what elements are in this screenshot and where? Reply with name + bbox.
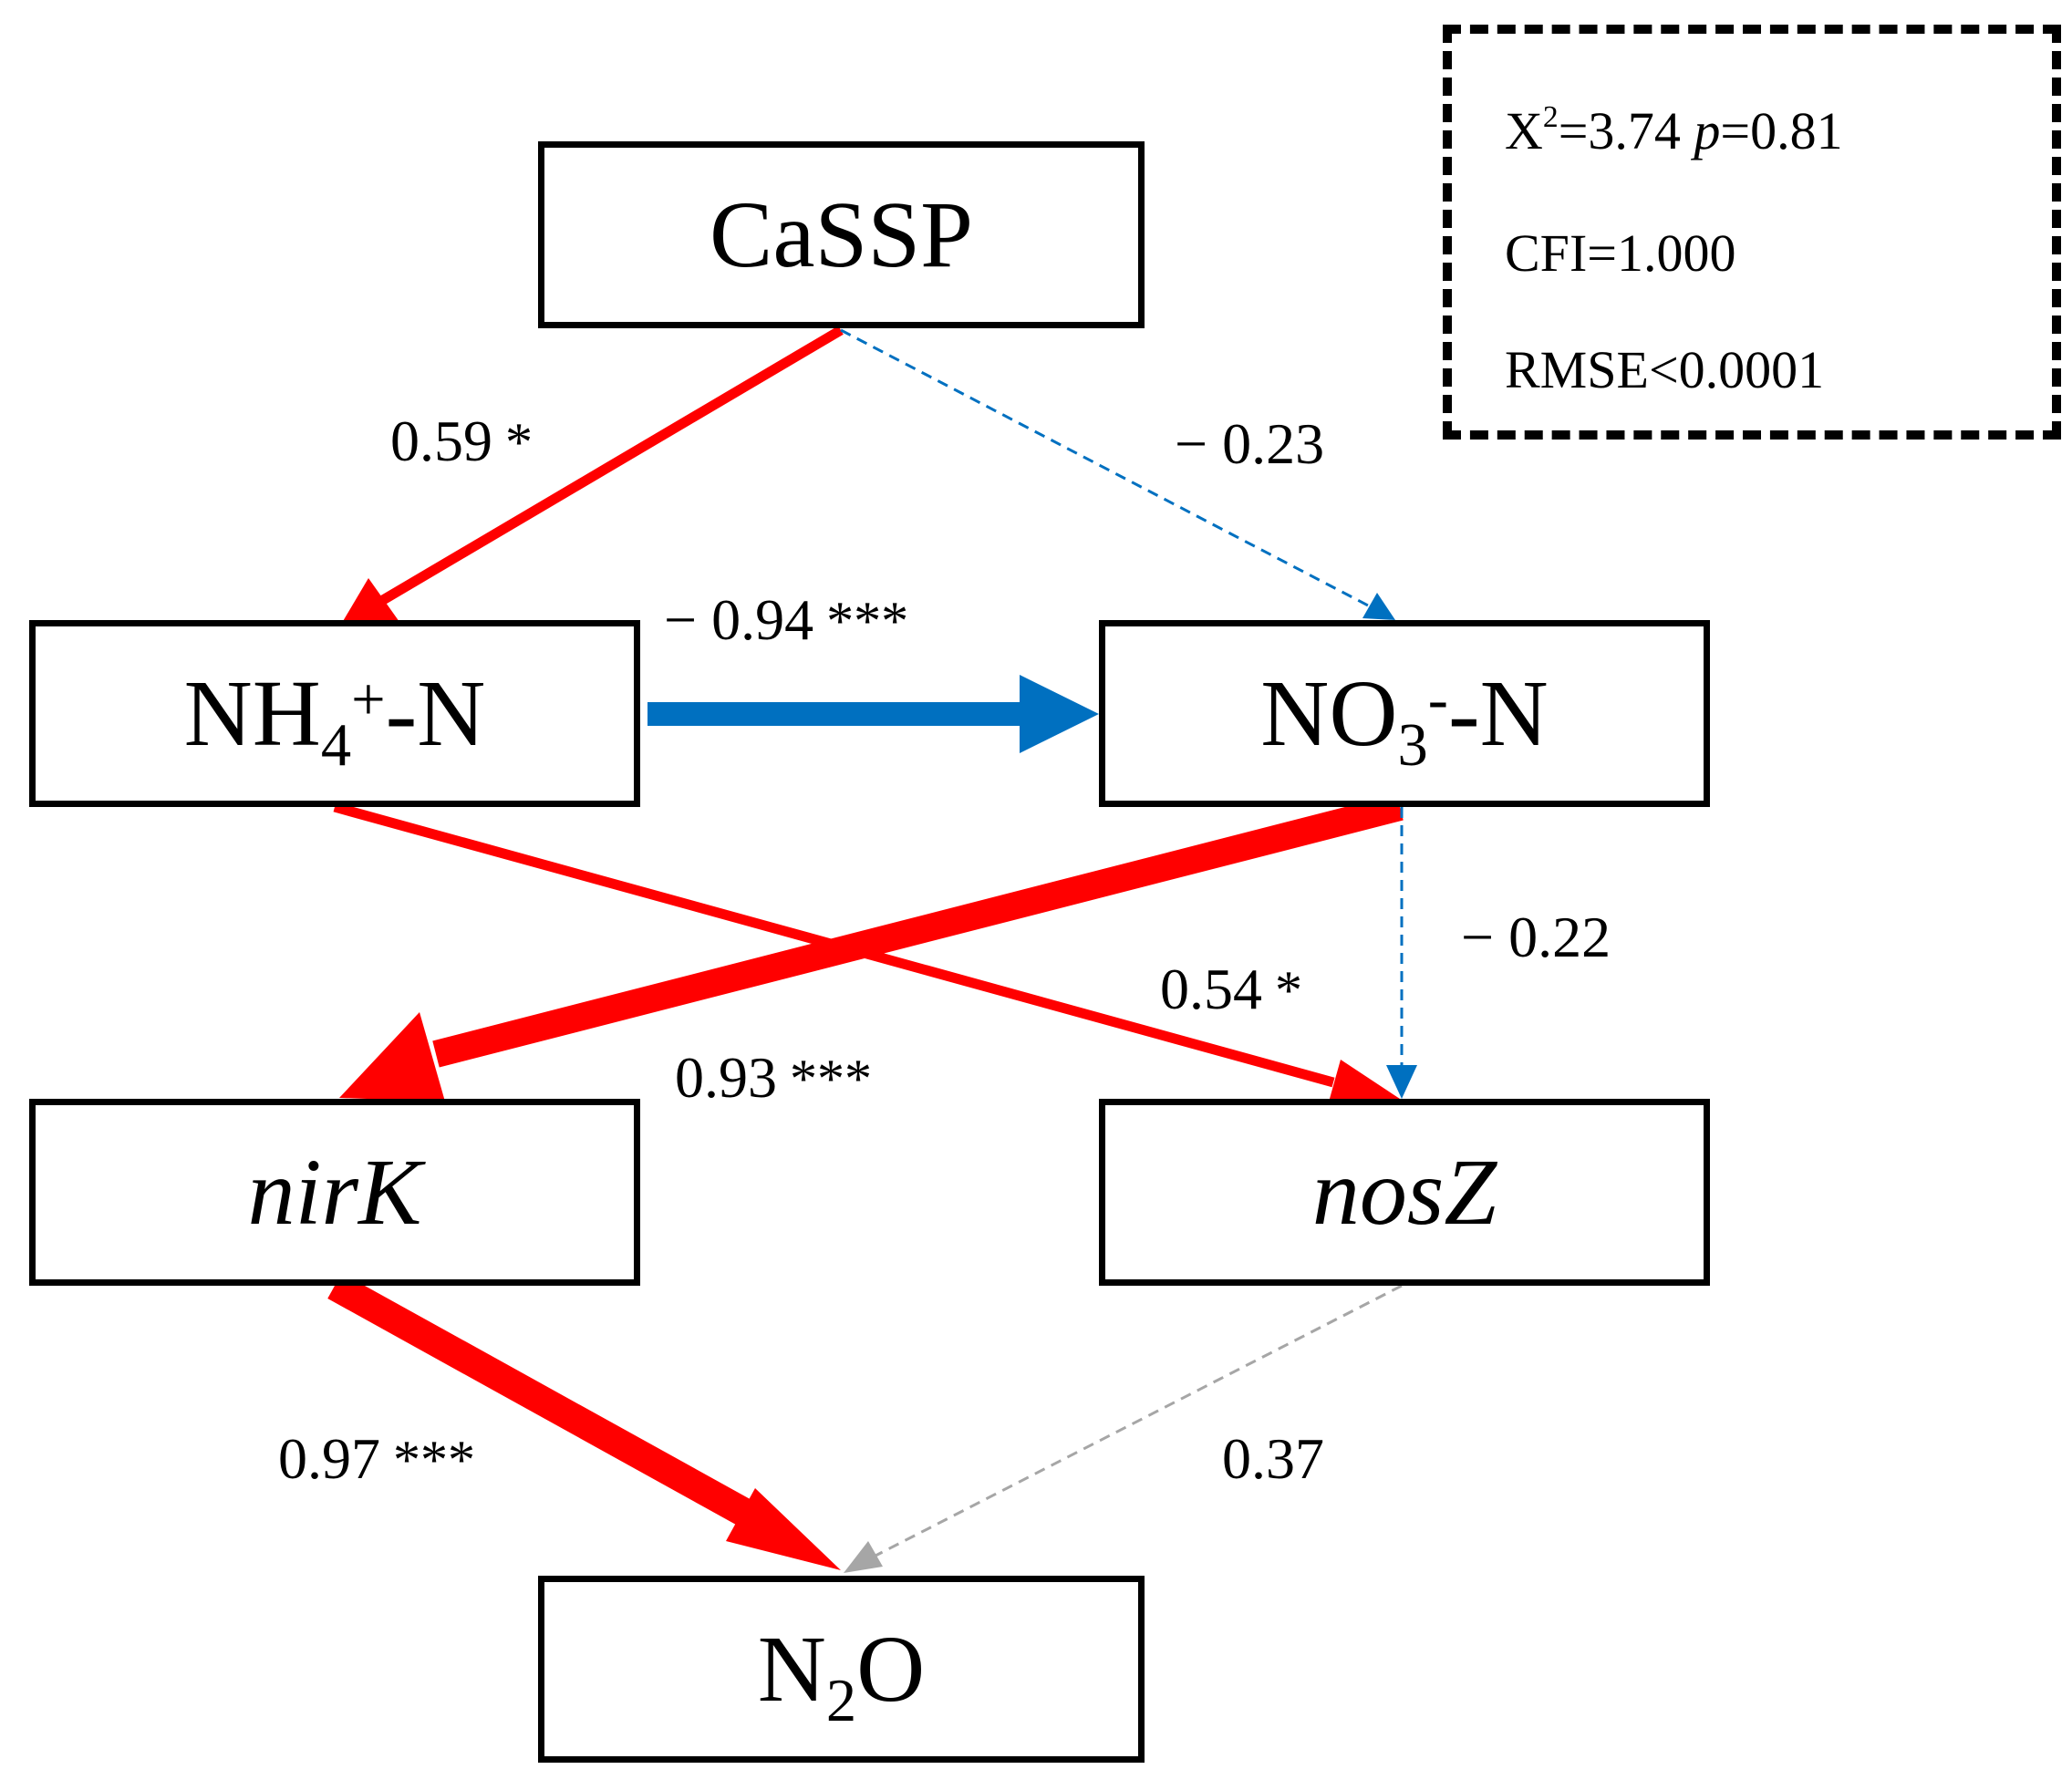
node-nh4-n: NH4+-N (29, 620, 640, 807)
n2o-tail: O (856, 1616, 926, 1722)
coef-nh4-nosz-sig: * (1275, 960, 1302, 1020)
chi-symbol: X (1505, 101, 1543, 160)
n2o-base: N (757, 1616, 826, 1722)
coef-nh4-no3-value: − 0.94 (664, 587, 814, 652)
node-nosz: nosZ (1099, 1099, 1710, 1286)
node-n2o-label: N2O (758, 1621, 926, 1732)
p-symbol: p (1694, 101, 1721, 160)
nh4-subscript: 4 (320, 712, 352, 780)
node-nosz-label: nosZ (1311, 1139, 1497, 1245)
node-nirk: nirK (29, 1099, 640, 1286)
arrow-no3-nosz (1386, 807, 1417, 1099)
node-cassp-label: CaSSP (709, 181, 974, 287)
chi-value: =3.74 (1558, 101, 1681, 160)
nh4-base: NH (183, 660, 321, 766)
chi-superscript: 2 (1542, 100, 1559, 135)
arrow-cassp-no3 (840, 328, 1395, 620)
arrow-no3-nirk (339, 793, 1404, 1102)
coef-nirk-n2o: 0.97*** (278, 1430, 475, 1488)
coef-cassp-nh4: 0.59* (390, 412, 533, 471)
arrow-cassp-nh4 (339, 326, 844, 627)
no3-subscript: 3 (1397, 712, 1428, 780)
arrow-nosz-n2o (844, 1284, 1403, 1573)
arrow-nirk-n2o (327, 1273, 841, 1570)
node-n2o: N2O (538, 1576, 1145, 1763)
nh4-superscript: + (351, 666, 386, 733)
node-cassp: CaSSP (538, 141, 1145, 328)
coef-no3-nirk-value: 0.93 (675, 1045, 777, 1110)
node-nh4-n-label: NH4+-N (184, 666, 486, 776)
no3-superscript: - (1427, 666, 1448, 733)
coef-no3-nirk-sig: *** (790, 1049, 872, 1109)
no3-tail: -N (1447, 660, 1549, 766)
coef-nh4-nosz: 0.54* (1160, 960, 1302, 1019)
no3-base: NO (1260, 660, 1398, 766)
coef-nh4-no3: − 0.94*** (664, 591, 908, 649)
coef-cassp-no3: − 0.23 (1175, 415, 1324, 473)
coef-nosz-n2o-value: 0.37 (1222, 1426, 1324, 1491)
p-value: =0.81 (1720, 101, 1843, 160)
coef-no3-nosz-value: − 0.22 (1461, 905, 1611, 969)
fit-chi-square: X2=3.74 p=0.81 (1505, 102, 1843, 158)
coef-nh4-no3-sig: *** (826, 591, 909, 651)
coef-nirk-n2o-value: 0.97 (278, 1426, 380, 1491)
fit-cfi: CFI=1.000 (1505, 223, 1736, 283)
node-no3-n-label: NO3--N (1260, 666, 1548, 776)
coef-nosz-n2o: 0.37 (1222, 1430, 1324, 1488)
fit-statistics-box: X2=3.74 p=0.81 CFI=1.000 RMSE<0.0001 (1443, 25, 2061, 440)
node-nirk-label: nirK (247, 1139, 422, 1245)
n2o-subscript: 2 (825, 1668, 857, 1735)
coef-nh4-nosz-value: 0.54 (1160, 957, 1262, 1021)
fit-rmse: RMSE<0.0001 (1505, 340, 1825, 399)
coef-cassp-nh4-value: 0.59 (390, 409, 492, 473)
coef-no3-nirk: 0.93*** (675, 1049, 872, 1107)
coef-cassp-no3-value: − 0.23 (1175, 411, 1325, 476)
coef-cassp-nh4-sig: * (505, 412, 533, 472)
node-no3-n: NO3--N (1099, 620, 1710, 807)
coef-no3-nosz: − 0.22 (1461, 908, 1611, 967)
coef-nirk-n2o-sig: *** (393, 1430, 475, 1490)
arrow-nh4-no3 (648, 675, 1099, 753)
nh4-tail: -N (385, 660, 486, 766)
